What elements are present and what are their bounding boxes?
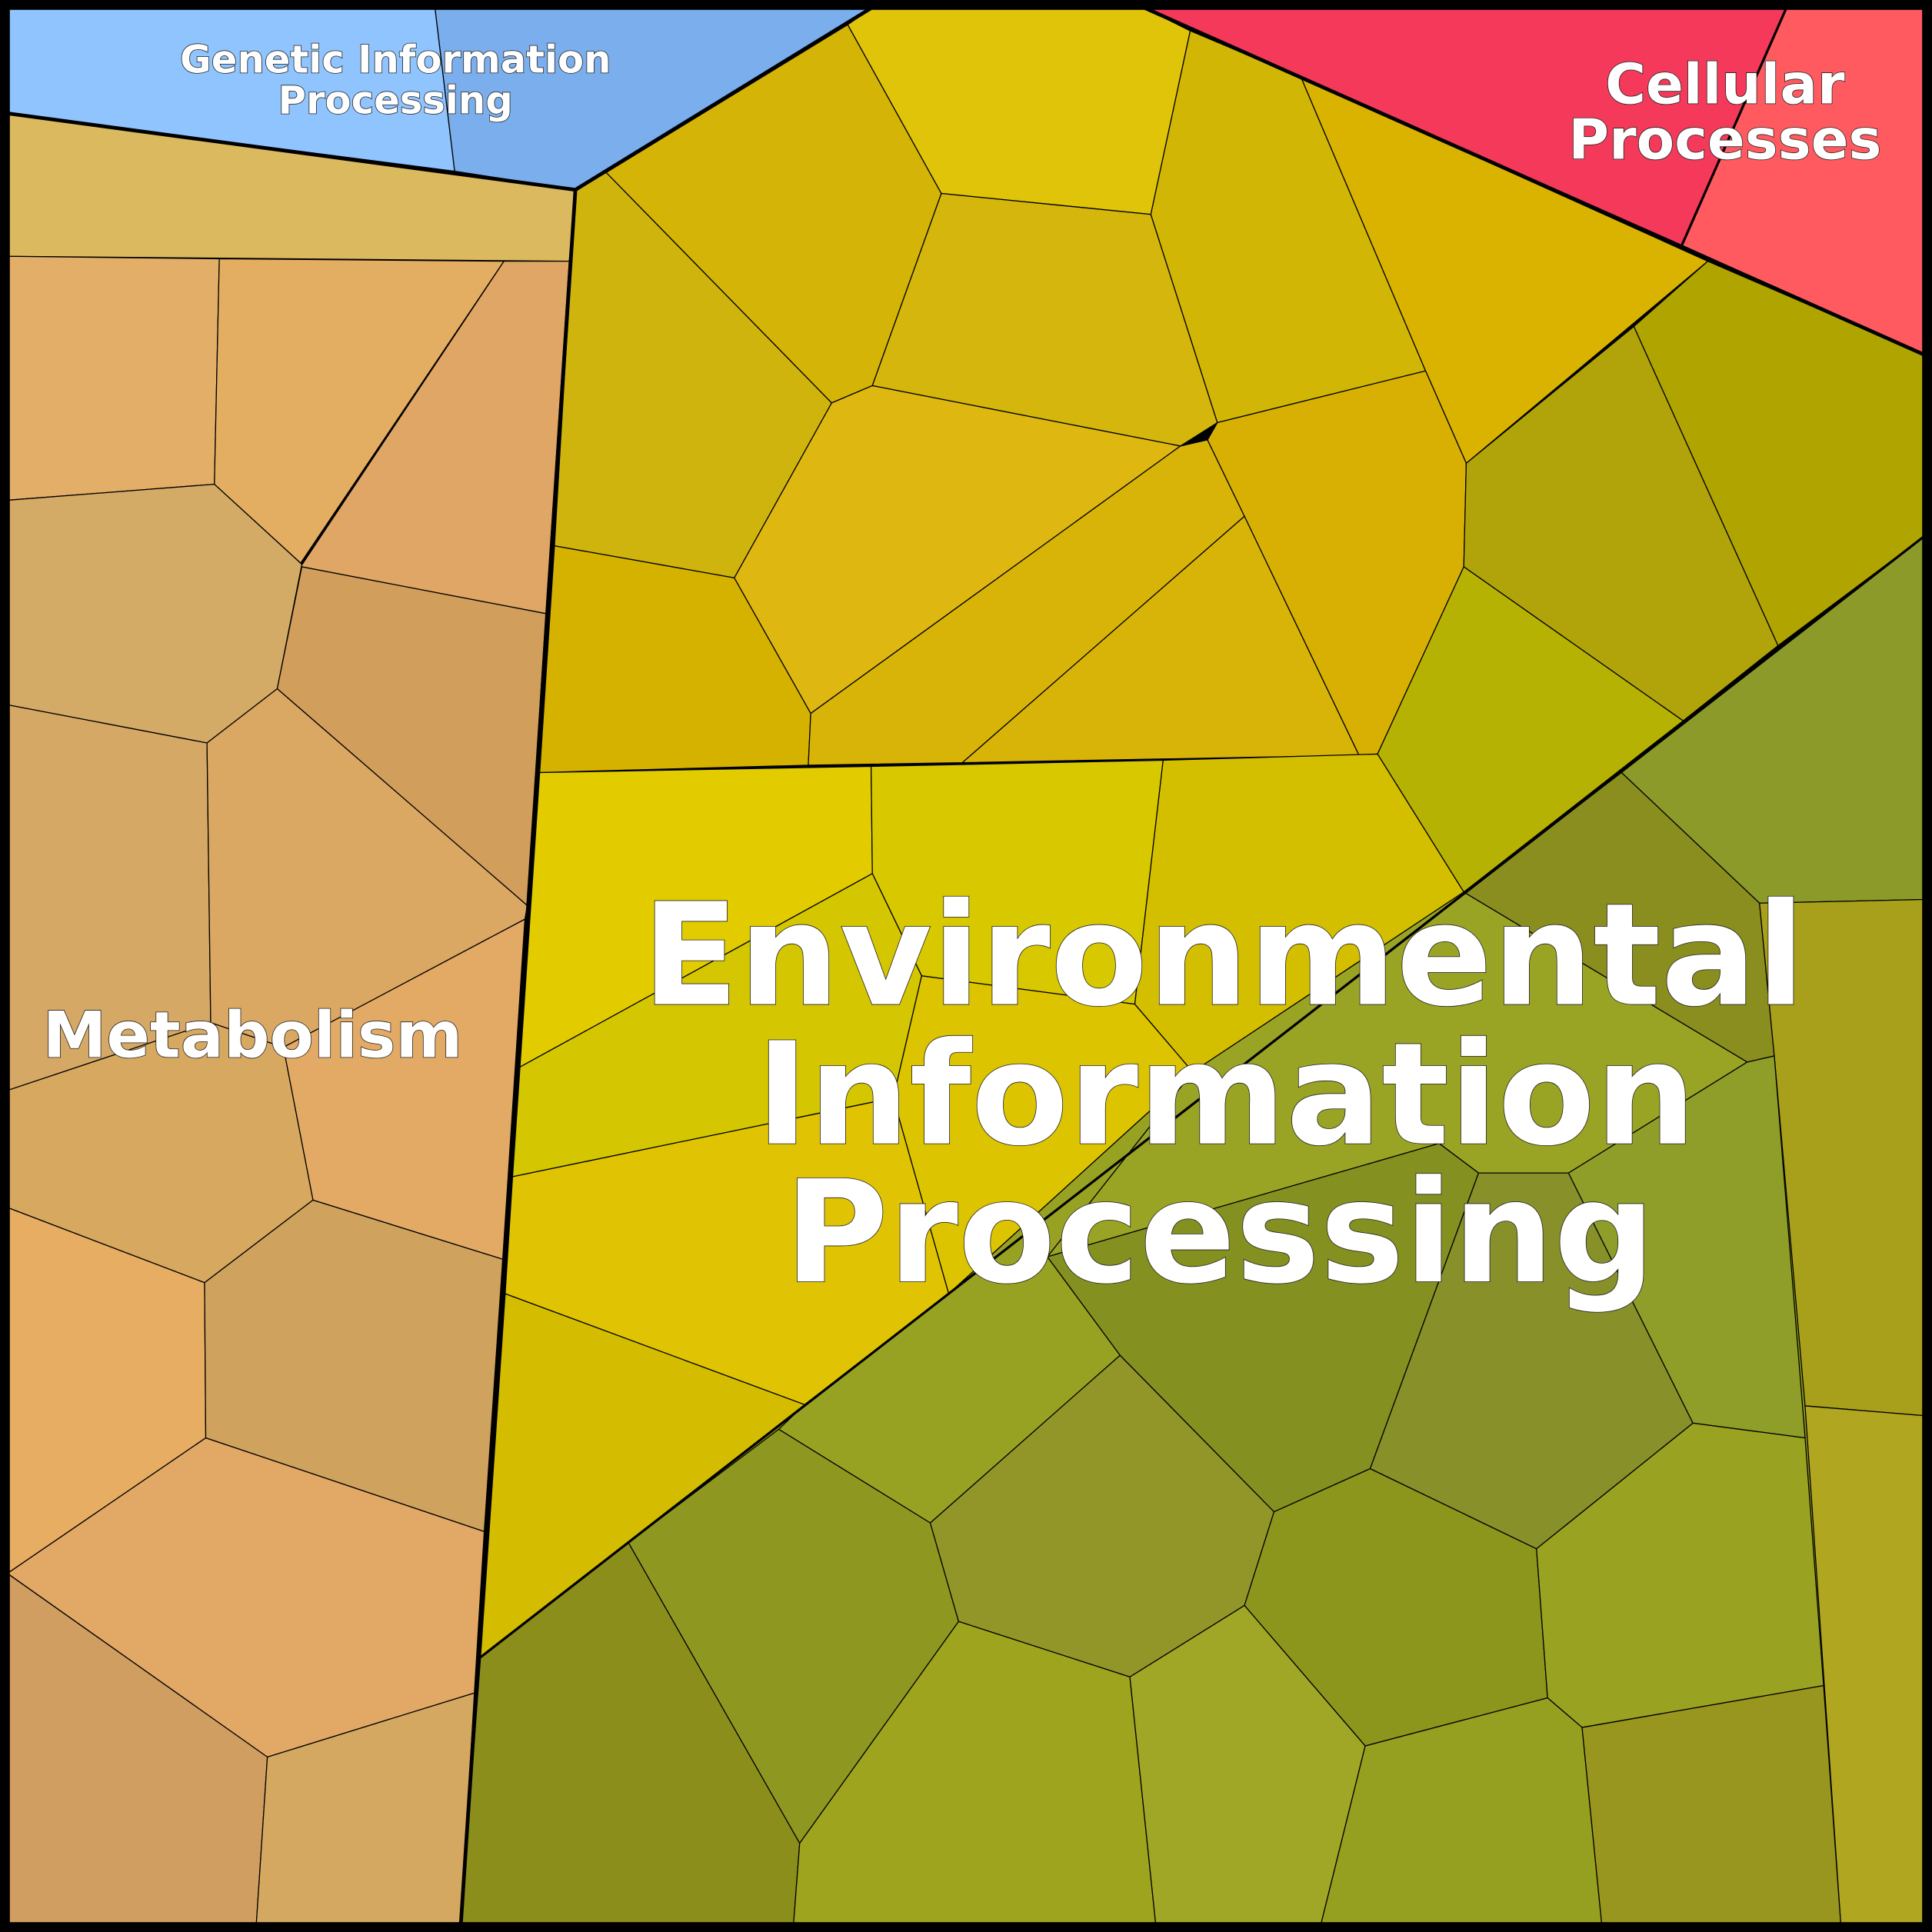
cell[interactable] [204,1199,504,1533]
label-genetic-line2: Processing [278,78,513,122]
cell[interactable] [1463,325,1779,721]
cell[interactable] [1567,1055,1806,1439]
label-cellular-line1: Cellular [1605,53,1845,118]
label-cellular-line2: Processes [1568,108,1881,173]
cell[interactable] [871,192,1218,447]
region-metabolism[interactable] [6,112,576,1926]
cell[interactable] [734,385,1182,715]
label-metabolism: Metabolism [43,998,463,1073]
label-environmental-line3: Processing [784,1151,1655,1315]
label-genetic-line1: Genetic Information [180,38,611,82]
cell[interactable] [6,255,220,501]
cell[interactable] [1581,1684,1842,1926]
label-environmental-line2: Information [756,1013,1696,1178]
label-environmental-line1: Environmental [642,874,1805,1038]
